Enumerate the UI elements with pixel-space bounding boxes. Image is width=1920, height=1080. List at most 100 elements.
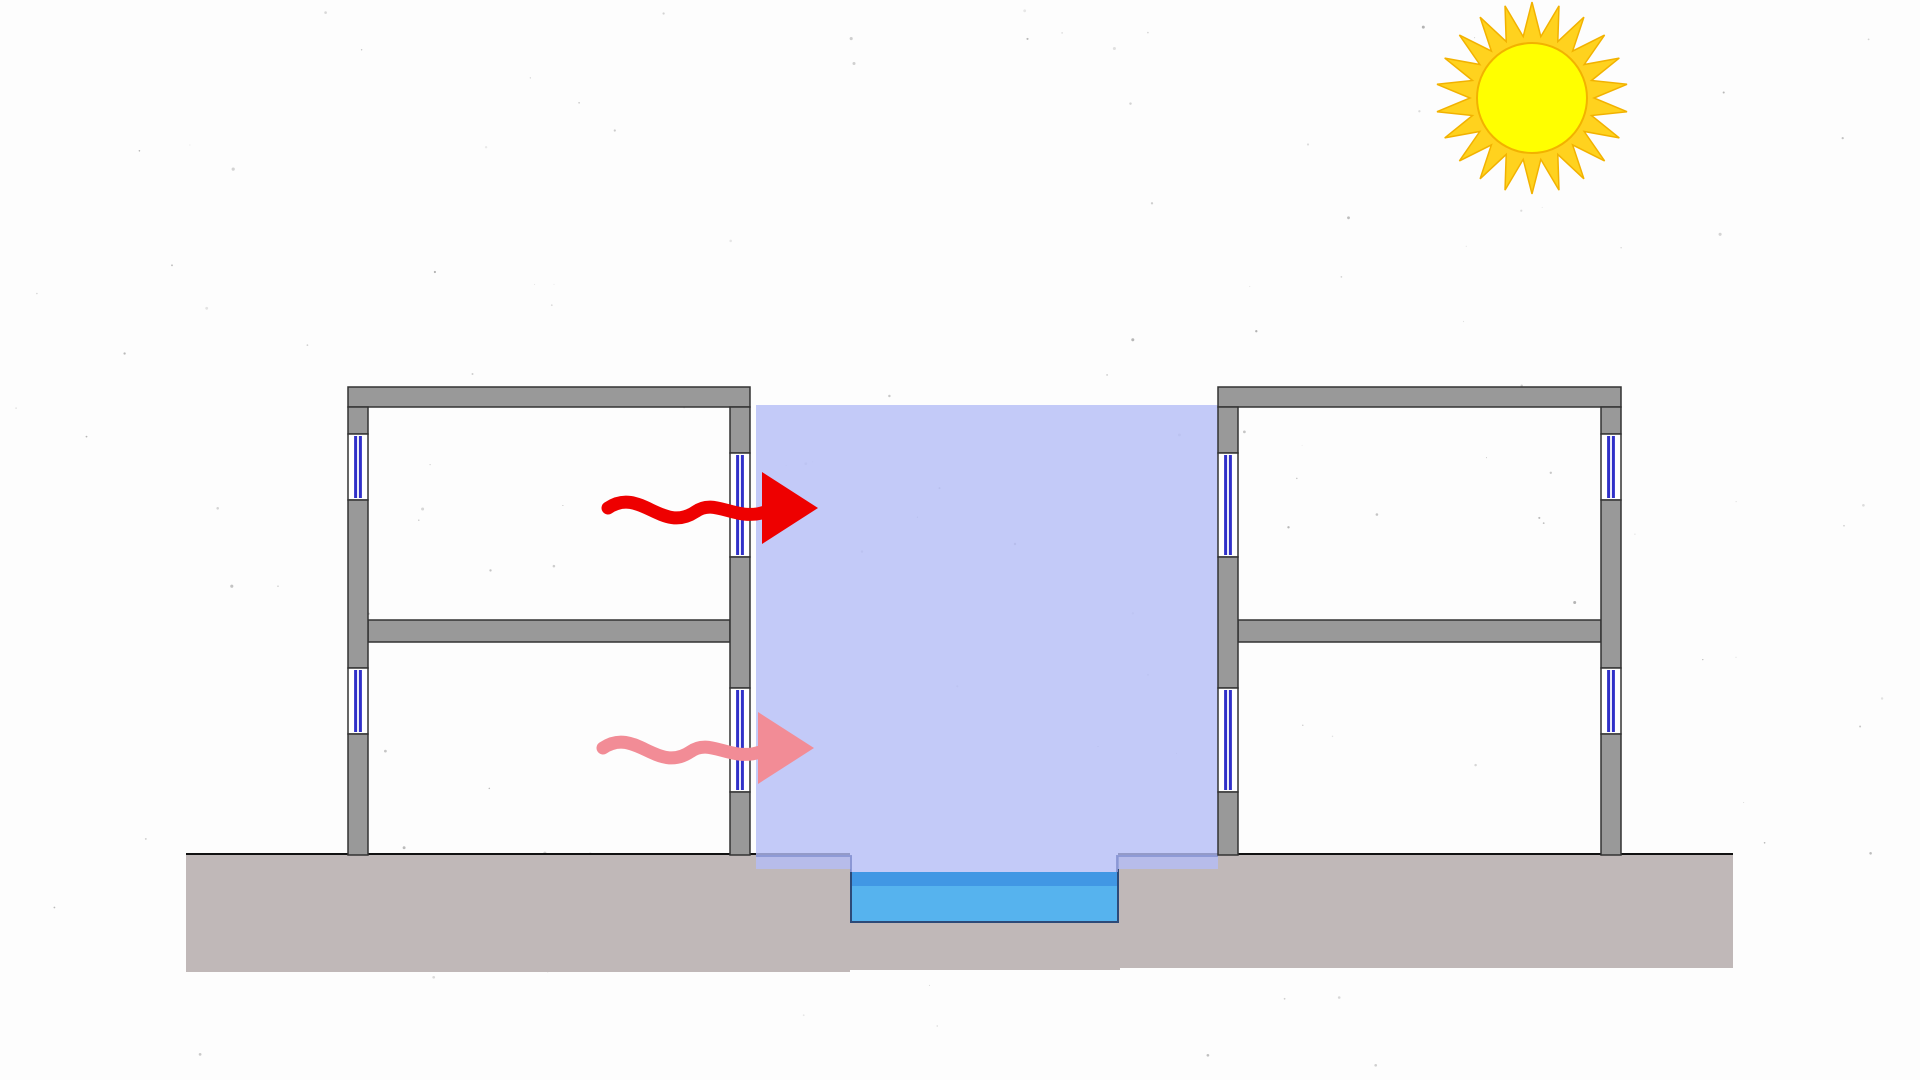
speckle	[1743, 801, 1745, 803]
speckle	[1296, 477, 1298, 480]
speckle	[471, 373, 474, 375]
speckle	[1462, 320, 1465, 323]
right-building-inner-window-lower	[1217, 687, 1239, 793]
speckle	[384, 749, 387, 753]
speckle	[552, 564, 556, 568]
ground-body	[186, 855, 1733, 972]
speckle	[1520, 209, 1523, 212]
speckle	[418, 519, 420, 521]
window-frame	[347, 433, 369, 501]
speckle	[432, 975, 436, 979]
speckle	[1634, 533, 1636, 535]
heat-arrow-lower-wave	[596, 735, 767, 765]
speckle	[1418, 110, 1421, 113]
left-building-outer-wall-segment	[347, 406, 369, 435]
speckle	[433, 270, 436, 274]
right-building-roof	[1217, 386, 1622, 408]
speckle	[1302, 724, 1304, 726]
wavy-arrow-icon	[601, 472, 818, 544]
left-building-inner-window-upper	[729, 452, 751, 558]
window-frame	[729, 687, 751, 793]
speckle	[1026, 37, 1029, 40]
left-building-inner-wall-segment	[729, 556, 751, 689]
speckle	[1538, 516, 1541, 519]
window-frame	[1600, 433, 1622, 501]
window-frame	[729, 452, 751, 558]
speckle	[613, 129, 616, 132]
speckle	[1474, 37, 1476, 39]
right-building-outer-window-lower	[1600, 667, 1622, 735]
speckle	[1862, 504, 1865, 507]
right-building-outer-wall-segment	[1600, 499, 1622, 669]
heat-arrow-lower-head	[758, 712, 814, 784]
speckle	[849, 37, 853, 41]
speckle	[1573, 601, 1577, 604]
speckle	[562, 504, 564, 507]
speckle	[429, 463, 431, 466]
speckle	[1859, 725, 1862, 728]
speckle	[1485, 457, 1487, 459]
left-building-outer-wall-segment	[347, 733, 369, 856]
speckle	[1620, 247, 1622, 249]
speckle	[1375, 513, 1379, 516]
speckle	[1249, 285, 1251, 288]
speckle	[36, 292, 38, 295]
speckle	[1880, 697, 1884, 700]
speckle	[534, 283, 536, 285]
speckle	[1301, 444, 1303, 446]
left-building-roof	[347, 386, 751, 408]
speckle	[1549, 471, 1552, 474]
speckle	[1718, 232, 1722, 236]
heat-arrow-upper-head	[762, 472, 818, 544]
speckle	[1243, 430, 1246, 434]
left-building-outer-window-lower	[347, 667, 369, 735]
speckle	[1735, 501, 1737, 503]
right-building-floor-slab	[1237, 619, 1602, 643]
speckle	[729, 239, 732, 243]
courtyard-pool	[850, 856, 1119, 923]
speckle	[138, 150, 141, 152]
speckle	[306, 344, 309, 346]
right-building-outer-wall-segment	[1600, 733, 1622, 856]
speckle	[1255, 330, 1258, 333]
right-building-outer-window-upper	[1600, 433, 1622, 501]
speckle	[1465, 245, 1467, 247]
window-frame	[1217, 687, 1239, 793]
speckle	[553, 283, 555, 285]
window-frame	[1217, 452, 1239, 558]
speckle	[53, 906, 56, 909]
speckle	[936, 1025, 938, 1027]
left-building-inner-wall-segment	[729, 791, 751, 856]
speckle	[277, 585, 279, 587]
speckle	[1061, 32, 1063, 34]
speckle	[1421, 25, 1425, 29]
speckle	[662, 12, 665, 15]
courtyard-cool-air	[756, 405, 1218, 872]
speckle	[1541, 206, 1543, 208]
speckle	[1150, 202, 1154, 205]
speckle	[1474, 763, 1477, 767]
speckle	[1347, 216, 1350, 220]
pool-water-surface	[851, 872, 1118, 886]
left-building-inner-window-lower	[729, 687, 751, 793]
speckle	[550, 304, 553, 307]
speckle	[402, 846, 406, 850]
speckle	[488, 787, 491, 790]
speckle	[888, 394, 891, 398]
speckle	[928, 984, 930, 986]
speckle	[1283, 997, 1286, 1000]
speckle	[1131, 338, 1135, 342]
right-building-inner-wall-segment	[1217, 791, 1239, 856]
right-building	[1217, 386, 1622, 856]
speckle	[123, 352, 126, 355]
right-building-inner-window-upper	[1217, 452, 1239, 558]
sun-icon	[1436, 1, 1628, 195]
speckle	[15, 407, 17, 409]
speckle	[489, 569, 492, 572]
speckle	[1702, 658, 1704, 661]
speckle	[421, 507, 425, 511]
speckle	[1763, 841, 1766, 844]
speckle	[1843, 524, 1845, 527]
speckle	[484, 146, 488, 149]
